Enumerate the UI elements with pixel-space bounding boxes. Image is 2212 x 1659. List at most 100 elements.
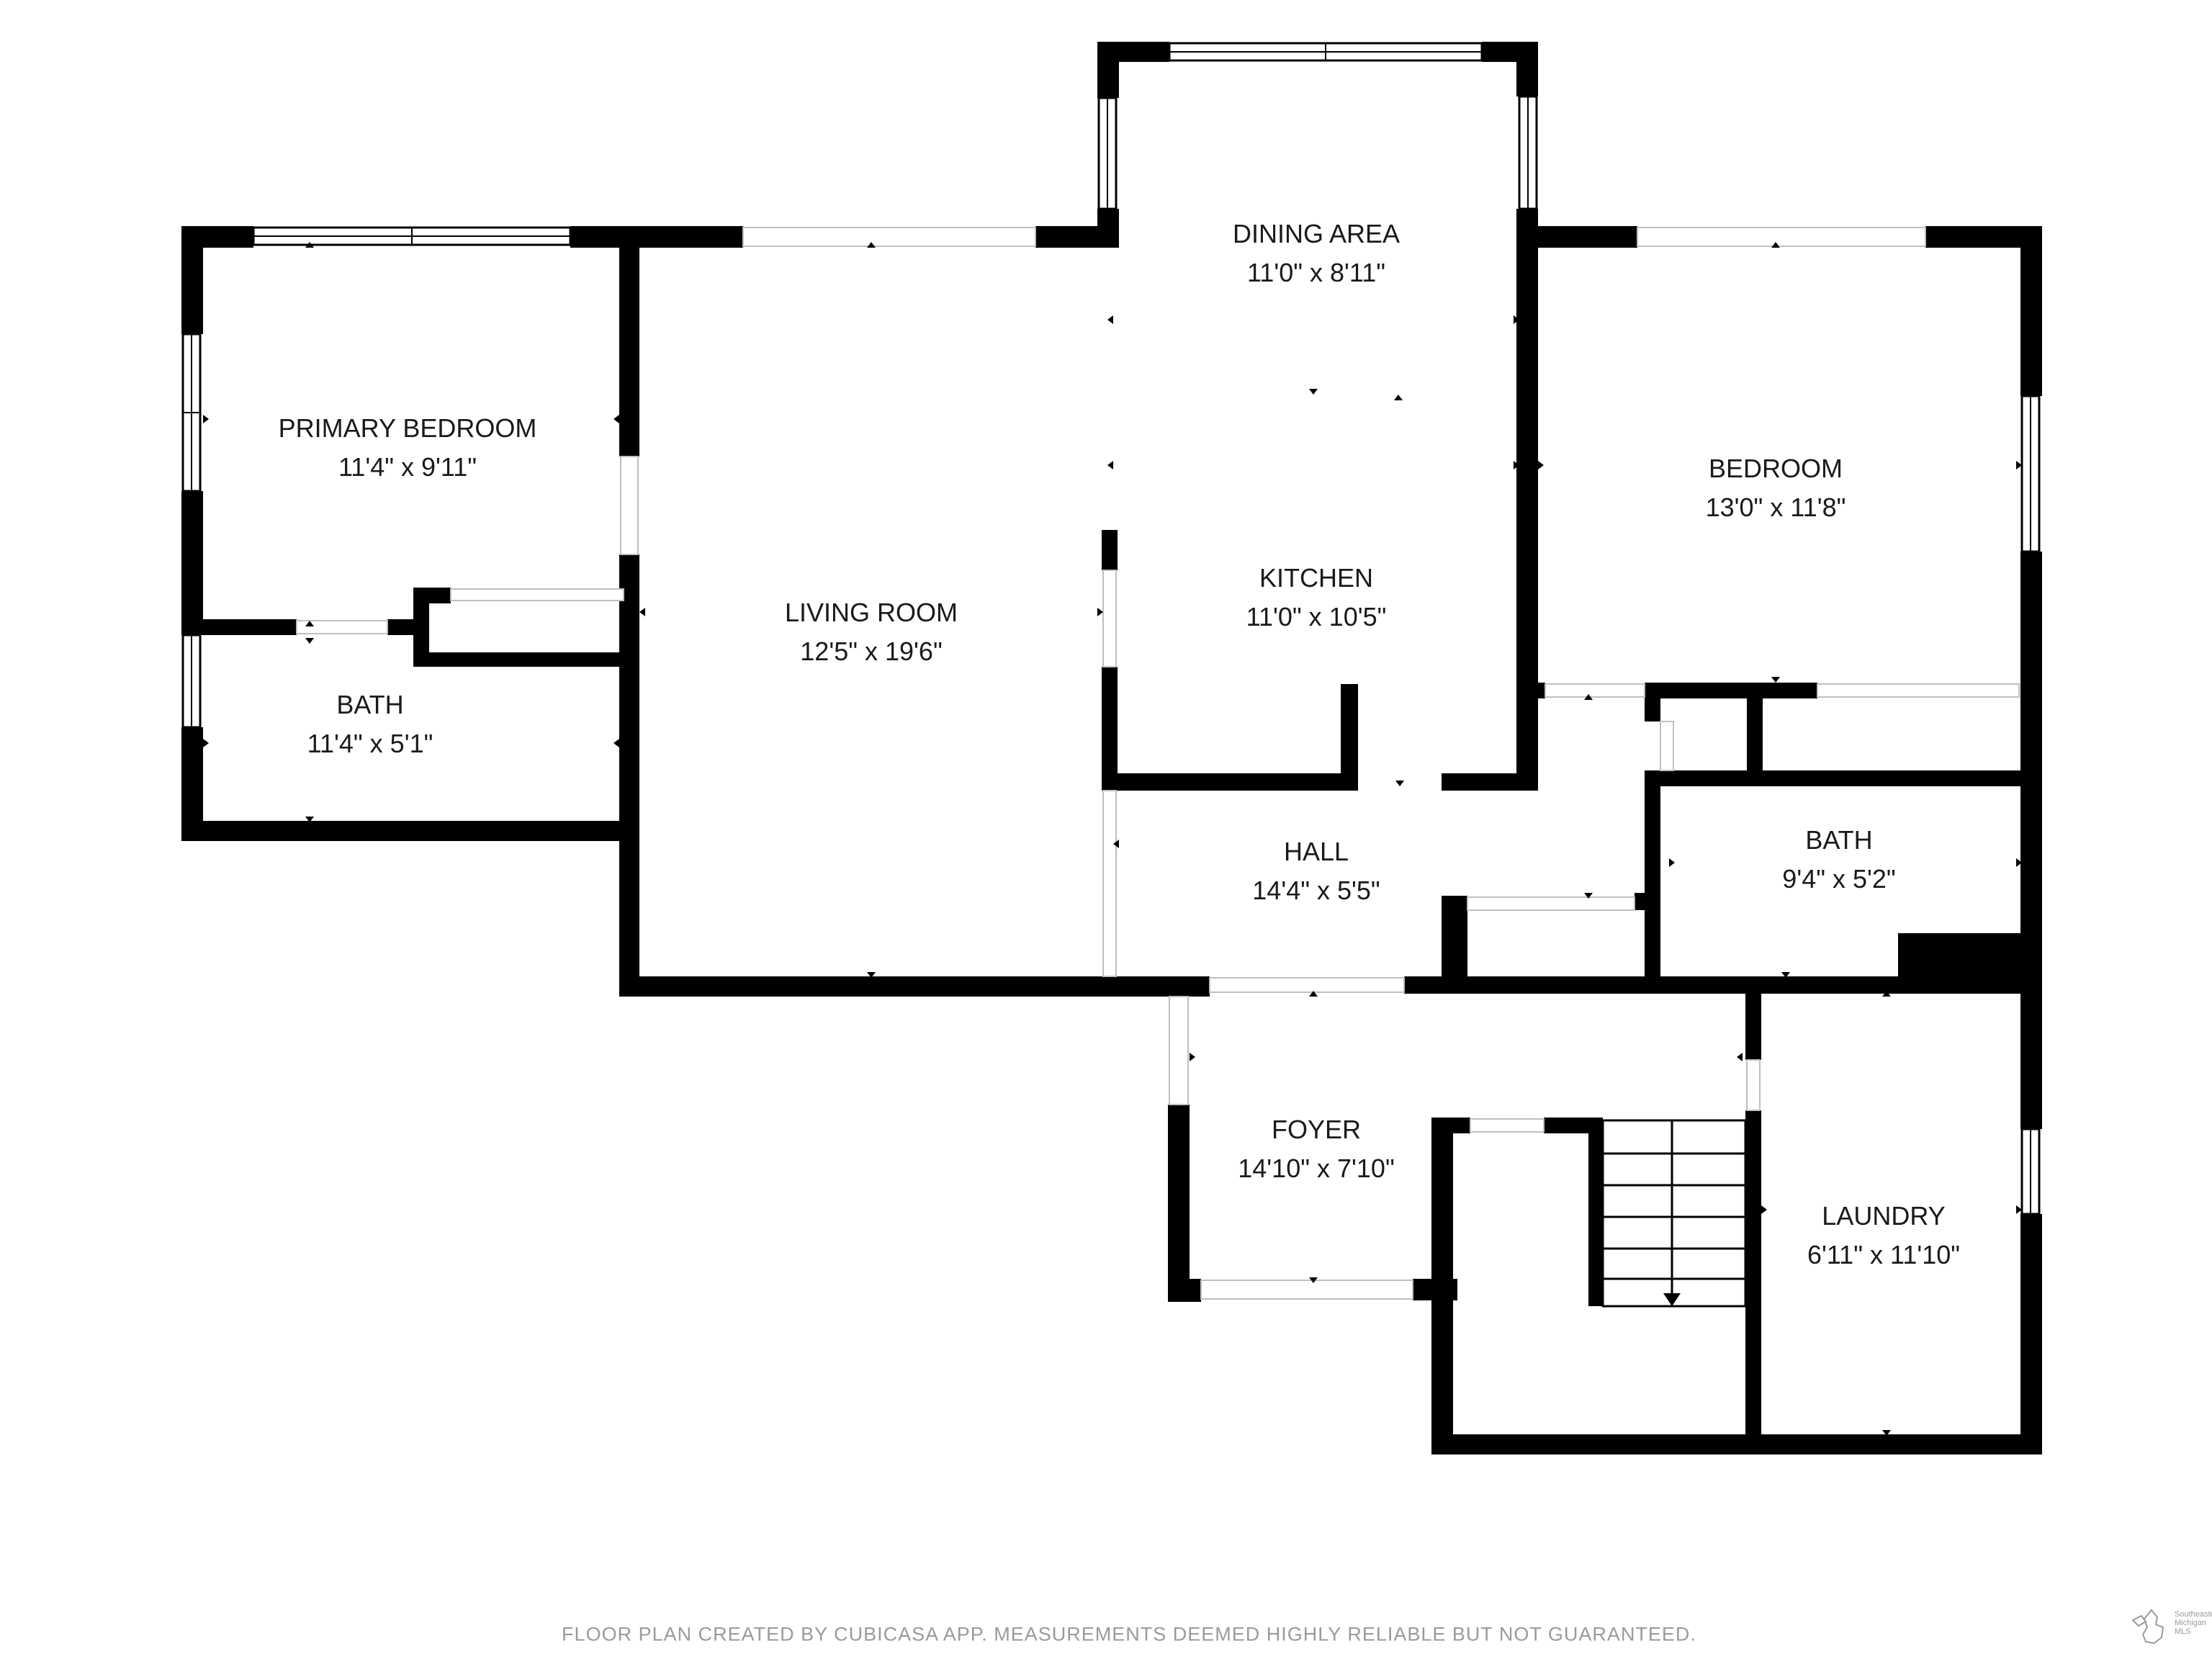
wall: [1544, 1118, 1603, 1133]
room-dimensions: 11'4" x 9'11": [338, 452, 477, 482]
dimension-marker: [1113, 840, 1119, 848]
room-dimensions: 11'4" x 5'1": [307, 729, 433, 758]
room-name: BATH: [1805, 825, 1873, 855]
dimension-marker: [1514, 315, 1519, 324]
dimension-marker: [2016, 1205, 2022, 1214]
door-opening: [1209, 977, 1405, 993]
dimension-marker: [1395, 781, 1404, 786]
dimension-marker: [1309, 1277, 1318, 1283]
room-label-bath-right: BATH 9'4" x 5'2": [1782, 821, 1895, 899]
wall: [1745, 994, 1761, 1060]
dimension-marker: [1647, 840, 1653, 848]
wall: [1898, 933, 2042, 988]
walls: [181, 42, 2042, 1455]
wall: [181, 491, 203, 635]
wall: [1588, 1118, 1603, 1306]
room-name: BATH: [336, 690, 404, 719]
wall: [1102, 667, 1118, 788]
room-name: KITCHEN: [1259, 563, 1374, 593]
room-name: FOYER: [1271, 1115, 1361, 1144]
room-label-living-room: LIVING ROOM 12'5" x 19'6": [785, 593, 958, 671]
dimension-marker: [1394, 395, 1403, 400]
openings: [296, 227, 2020, 1300]
stair-direction-arrow: [1663, 1293, 1681, 1306]
wall: [1341, 684, 1358, 791]
dimension-marker: [613, 739, 619, 747]
room-name: PRIMARY BEDROOM: [278, 413, 537, 443]
dimension-marker: [203, 739, 209, 747]
wall: [570, 226, 743, 248]
wall: [387, 619, 416, 635]
room-name: DINING AREA: [1232, 219, 1401, 248]
wall: [1035, 226, 1107, 248]
wall: [1097, 42, 1169, 62]
wall: [1645, 770, 1660, 979]
wall: [619, 821, 639, 994]
wall: [1431, 1118, 1453, 1453]
dimension-marker: [305, 817, 314, 822]
wall: [1442, 896, 1467, 979]
door-opening: [1637, 227, 1926, 247]
room-label-bedroom: BEDROOM 13'0" x 11'8": [1706, 449, 1846, 527]
wall: [1097, 209, 1119, 248]
wall: [1645, 770, 2041, 786]
floor-plan-disclaimer: FLOOR PLAN CREATED BY CUBICASA APP. MEAS…: [562, 1623, 1696, 1645]
dimension-marker: [1737, 1053, 1743, 1061]
door-opening: [1660, 721, 1674, 771]
dimension-marker: [1771, 242, 1780, 248]
wall: [1516, 248, 1538, 791]
room-name: LAUNDRY: [1822, 1201, 1946, 1231]
dimension-marker: [1097, 608, 1103, 616]
stairs-outline: [1601, 1119, 1747, 1308]
room-dimensions: 13'0" x 11'8": [1705, 493, 1846, 522]
wall: [1431, 1118, 1470, 1133]
dimension-marker: [1107, 461, 1113, 469]
room-label-bath-left: BATH 11'4" x 5'1": [307, 685, 433, 763]
wall: [1431, 1434, 2042, 1455]
windows: [181, 42, 2041, 1215]
dimension-marker: [867, 972, 876, 978]
door-opening: [296, 620, 388, 634]
door-opening: [1467, 896, 1635, 911]
stairs: [1601, 1119, 1747, 1308]
dimension-marker: [867, 242, 876, 248]
wall: [1168, 1105, 1190, 1302]
dimension-marker: [1107, 315, 1113, 324]
room-label-primary-bedroom: PRIMARY BEDROOM 11'4" x 9'11": [279, 409, 537, 487]
door-opening: [1746, 1059, 1761, 1111]
room-label-laundry: LAUNDRY 6'11" x 11'10": [1807, 1197, 1960, 1274]
dimension-marker: [1882, 991, 1891, 997]
mls-brand: Southeastern Michigan MLS: [2130, 1606, 2212, 1649]
dimension-markers: [203, 242, 2022, 1436]
wall: [1516, 226, 1637, 248]
dimension-marker: [1538, 461, 1544, 469]
dimension-marker: [2016, 858, 2022, 867]
door-opening: [1817, 683, 2020, 698]
door-opening: [450, 588, 624, 601]
room-dimensions: 11'0" x 10'5": [1246, 602, 1387, 631]
wall: [619, 976, 1210, 997]
dimension-marker: [613, 415, 619, 423]
door-opening: [1470, 1118, 1545, 1133]
door-opening: [620, 456, 639, 555]
dimension-marker: [305, 621, 314, 626]
room-label-foyer: FOYER 14'10" x 7'10": [1238, 1110, 1394, 1188]
wall: [1516, 42, 1538, 96]
wall: [1747, 683, 1763, 786]
wall: [2020, 1214, 2042, 1453]
door-opening: [1545, 683, 1645, 698]
dimension-marker: [1781, 972, 1790, 978]
dimension-marker: [1584, 893, 1593, 899]
dimension-marker: [1771, 677, 1780, 683]
michigan-map-logo-icon: [2131, 1609, 2164, 1645]
dimension-marker: [1584, 694, 1593, 700]
room-name: HALL: [1283, 837, 1349, 866]
room-label-hall: HALL 14'4" x 5'5": [1252, 832, 1380, 910]
dimension-marker: [1190, 1053, 1195, 1061]
room-label-dining-area: DINING AREA 11'0" x 8'11": [1233, 215, 1400, 292]
wall: [1102, 530, 1118, 570]
dimension-marker: [1309, 389, 1318, 395]
wall: [1516, 683, 1545, 698]
